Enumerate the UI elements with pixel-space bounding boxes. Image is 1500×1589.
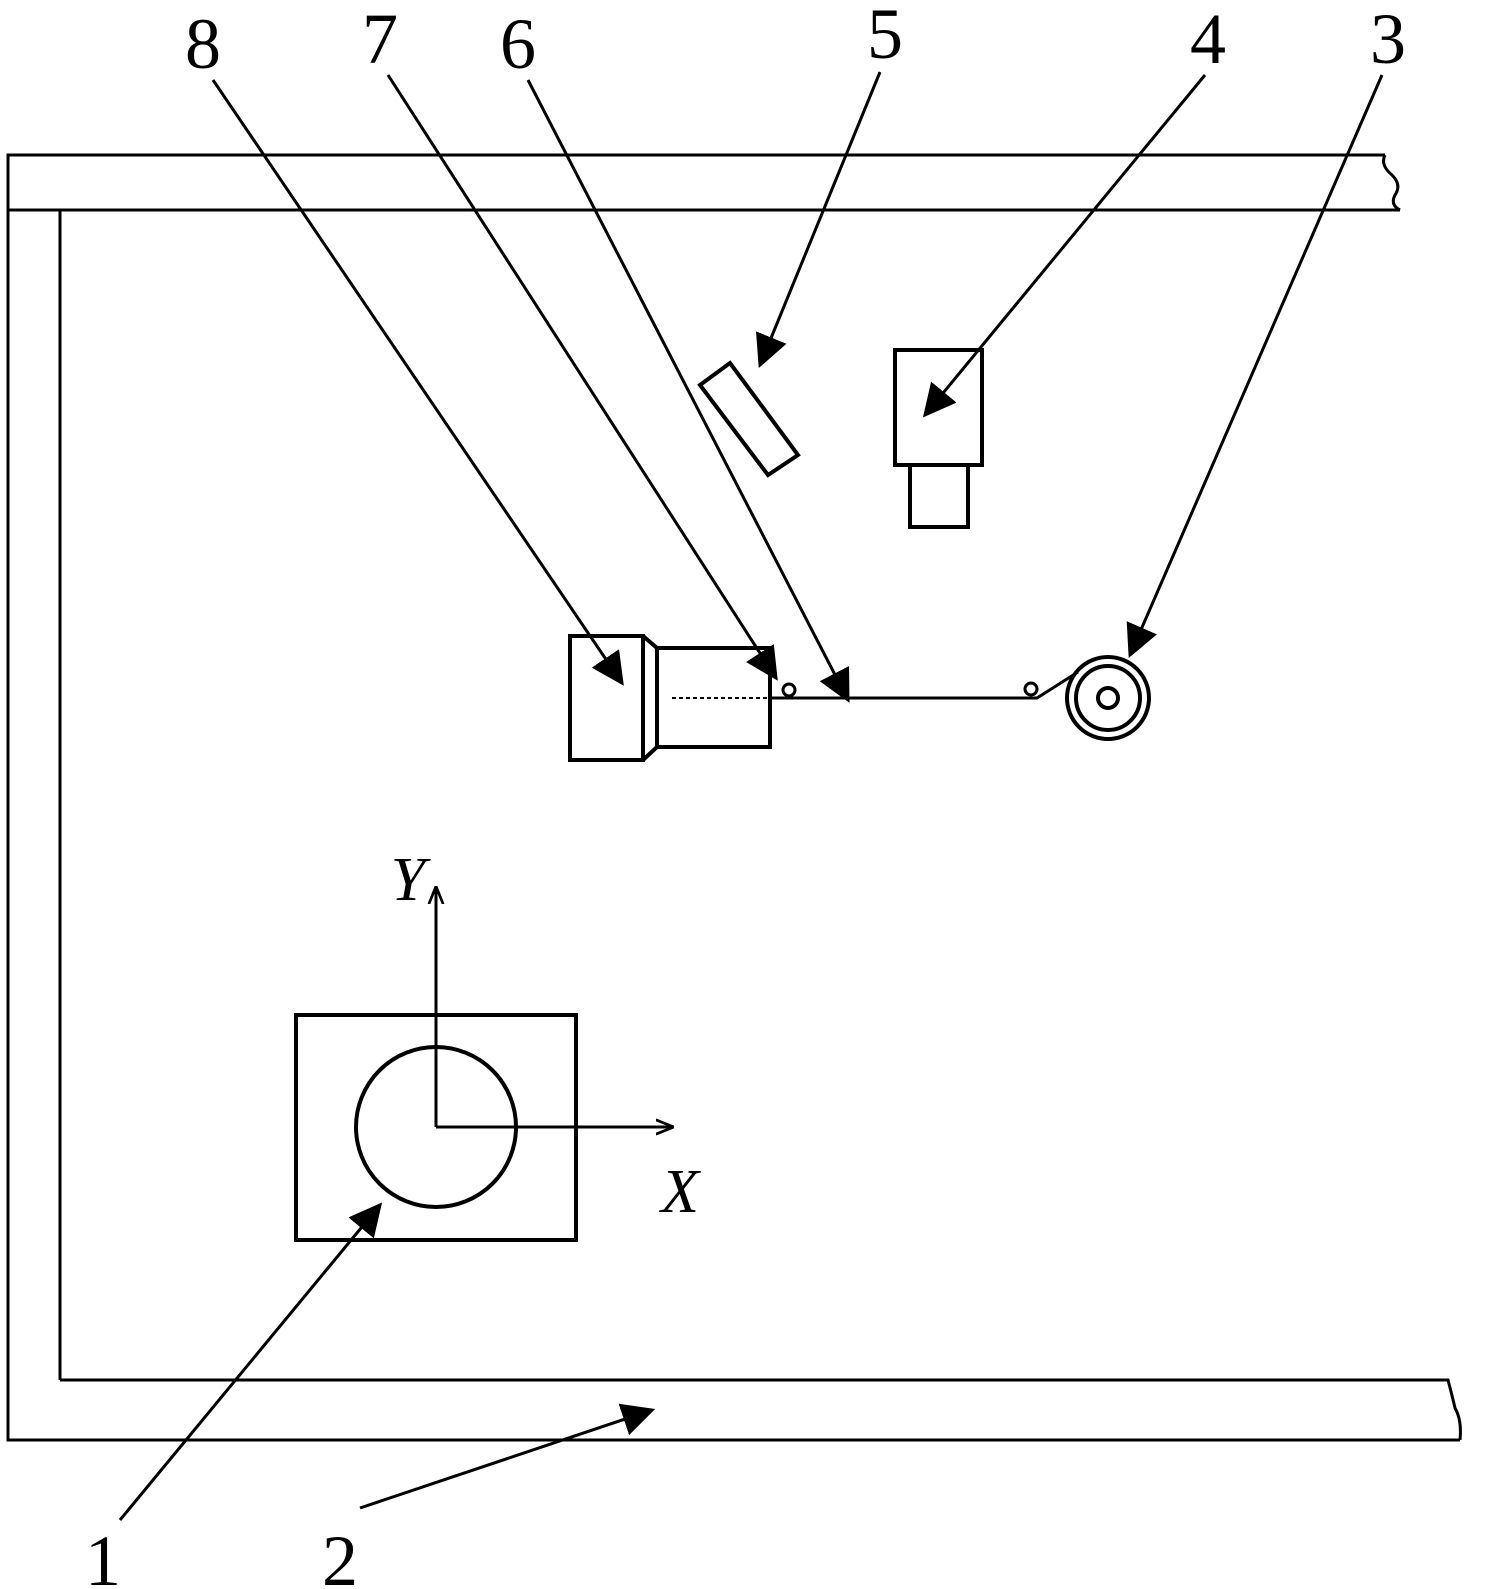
component-4-camera <box>893 348 984 529</box>
leader-lines <box>118 71 1384 1521</box>
label-8: 8 <box>185 4 221 84</box>
component-3-spool <box>1065 655 1151 741</box>
component-8-motor <box>568 634 772 762</box>
label-1: 1 <box>85 1521 121 1589</box>
label-2: 2 <box>322 1521 358 1589</box>
top-rail <box>6 153 1460 1442</box>
label-3: 3 <box>1370 0 1406 79</box>
label-7: 7 <box>362 0 398 79</box>
component-1-workpiece: Y X <box>294 846 701 1242</box>
x-axis-label: X <box>658 1158 701 1226</box>
frame-rails <box>6 153 1462 1442</box>
label-5: 5 <box>867 0 903 74</box>
component-6-wire <box>770 670 1079 700</box>
bottom-rail <box>58 210 1462 1441</box>
label-4: 4 <box>1190 0 1226 79</box>
component-5-plate <box>697 360 801 478</box>
y-axis-label: Y <box>391 846 431 914</box>
label-6: 6 <box>500 4 536 84</box>
